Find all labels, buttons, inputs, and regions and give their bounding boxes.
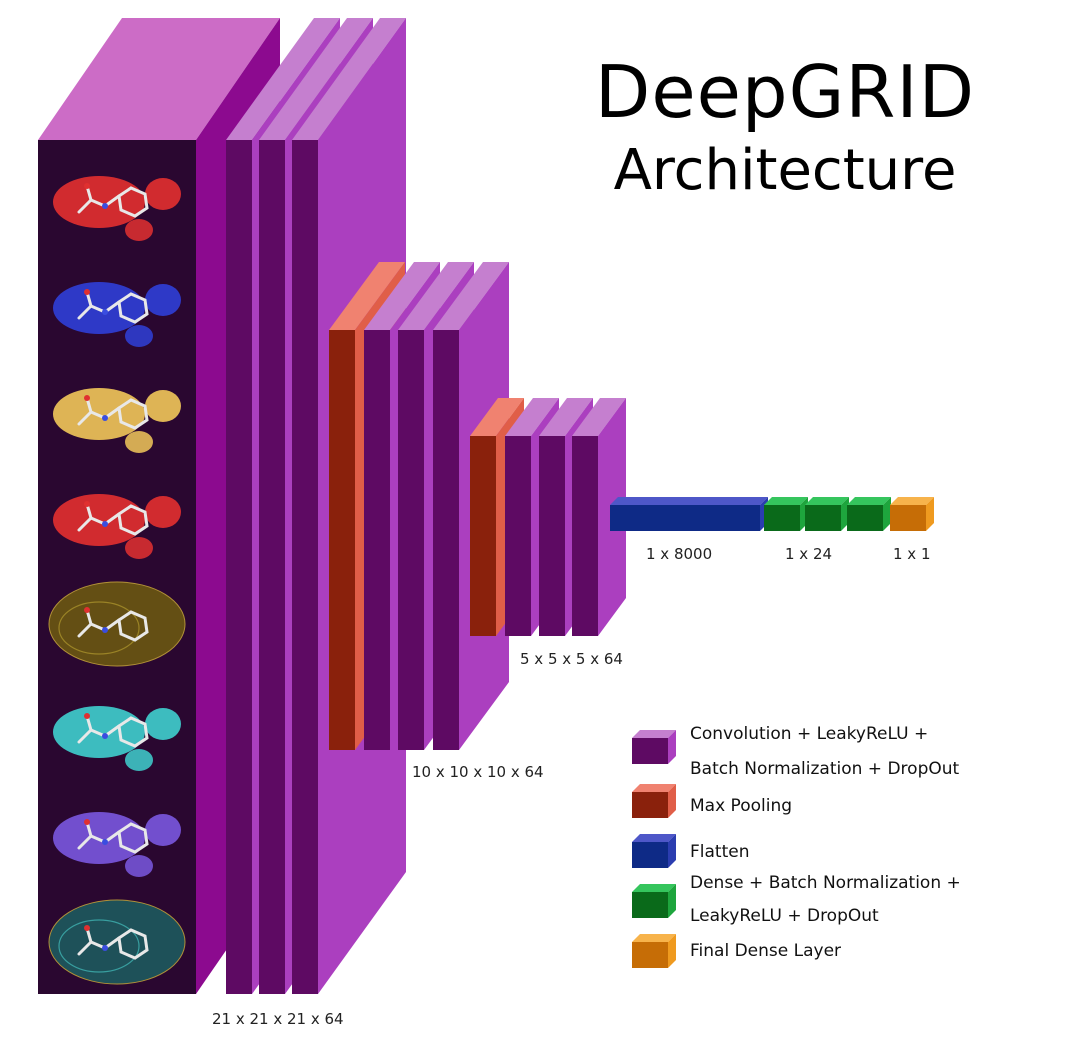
cyan-density-icon bbox=[53, 706, 181, 771]
molecule-icon bbox=[77, 501, 149, 536]
legend-dense-line2: LeakyReLU + DropOut bbox=[690, 906, 879, 926]
diagram-title: DeepGRID bbox=[594, 50, 976, 134]
shape-label-block2: 10 x 10 x 10 x 64 bbox=[412, 763, 544, 781]
legend-conv-line2: Batch Normalization + DropOut bbox=[690, 759, 960, 779]
yellow-density-icon bbox=[53, 388, 181, 453]
blue-density-icon bbox=[53, 282, 181, 347]
shape-label-block3: 5 x 5 x 5 x 64 bbox=[520, 650, 623, 668]
legend-swatch-pool bbox=[632, 784, 676, 818]
legend-swatch-conv bbox=[632, 730, 676, 764]
legend-swatch-flatten bbox=[632, 834, 676, 868]
red-density-icon bbox=[53, 176, 181, 241]
final-dense-layer bbox=[890, 497, 934, 531]
shape-label-dense: 1 x 24 bbox=[785, 545, 833, 563]
molecule-icon bbox=[77, 395, 149, 430]
legend-dense-line1: Dense + Batch Normalization + bbox=[690, 873, 961, 893]
olive-surface-icon bbox=[48, 581, 186, 667]
legend-swatch-final bbox=[632, 934, 676, 968]
molecule-icon bbox=[77, 607, 149, 642]
molecule-icon bbox=[77, 289, 149, 324]
dense-layer-3 bbox=[847, 497, 891, 531]
teal-surface-icon bbox=[48, 899, 186, 985]
dense-layer-2 bbox=[805, 497, 849, 531]
flatten-layer bbox=[610, 497, 768, 531]
legend-conv-line1: Convolution + LeakyReLU + bbox=[690, 724, 929, 744]
molecule-icon bbox=[77, 819, 149, 854]
dense-layer-1 bbox=[764, 497, 808, 531]
molecule-icon bbox=[77, 713, 149, 748]
shape-label-flatten: 1 x 8000 bbox=[646, 545, 713, 563]
molecule-icon bbox=[77, 183, 149, 218]
violet-density-icon bbox=[53, 812, 181, 877]
shape-label-final: 1 x 1 bbox=[893, 545, 931, 563]
input-channels bbox=[48, 176, 186, 985]
legend-pool-label: Max Pooling bbox=[690, 796, 793, 816]
legend-flatten-label: Flatten bbox=[690, 842, 750, 862]
shape-label-block1: 21 x 21 x 21 x 64 bbox=[212, 1010, 344, 1028]
legend-swatch-dense bbox=[632, 884, 676, 918]
molecule-icon bbox=[77, 925, 149, 960]
diagram-subtitle: Architecture bbox=[613, 138, 957, 203]
legend-final-label: Final Dense Layer bbox=[690, 941, 842, 961]
red-density-icon bbox=[53, 494, 181, 559]
